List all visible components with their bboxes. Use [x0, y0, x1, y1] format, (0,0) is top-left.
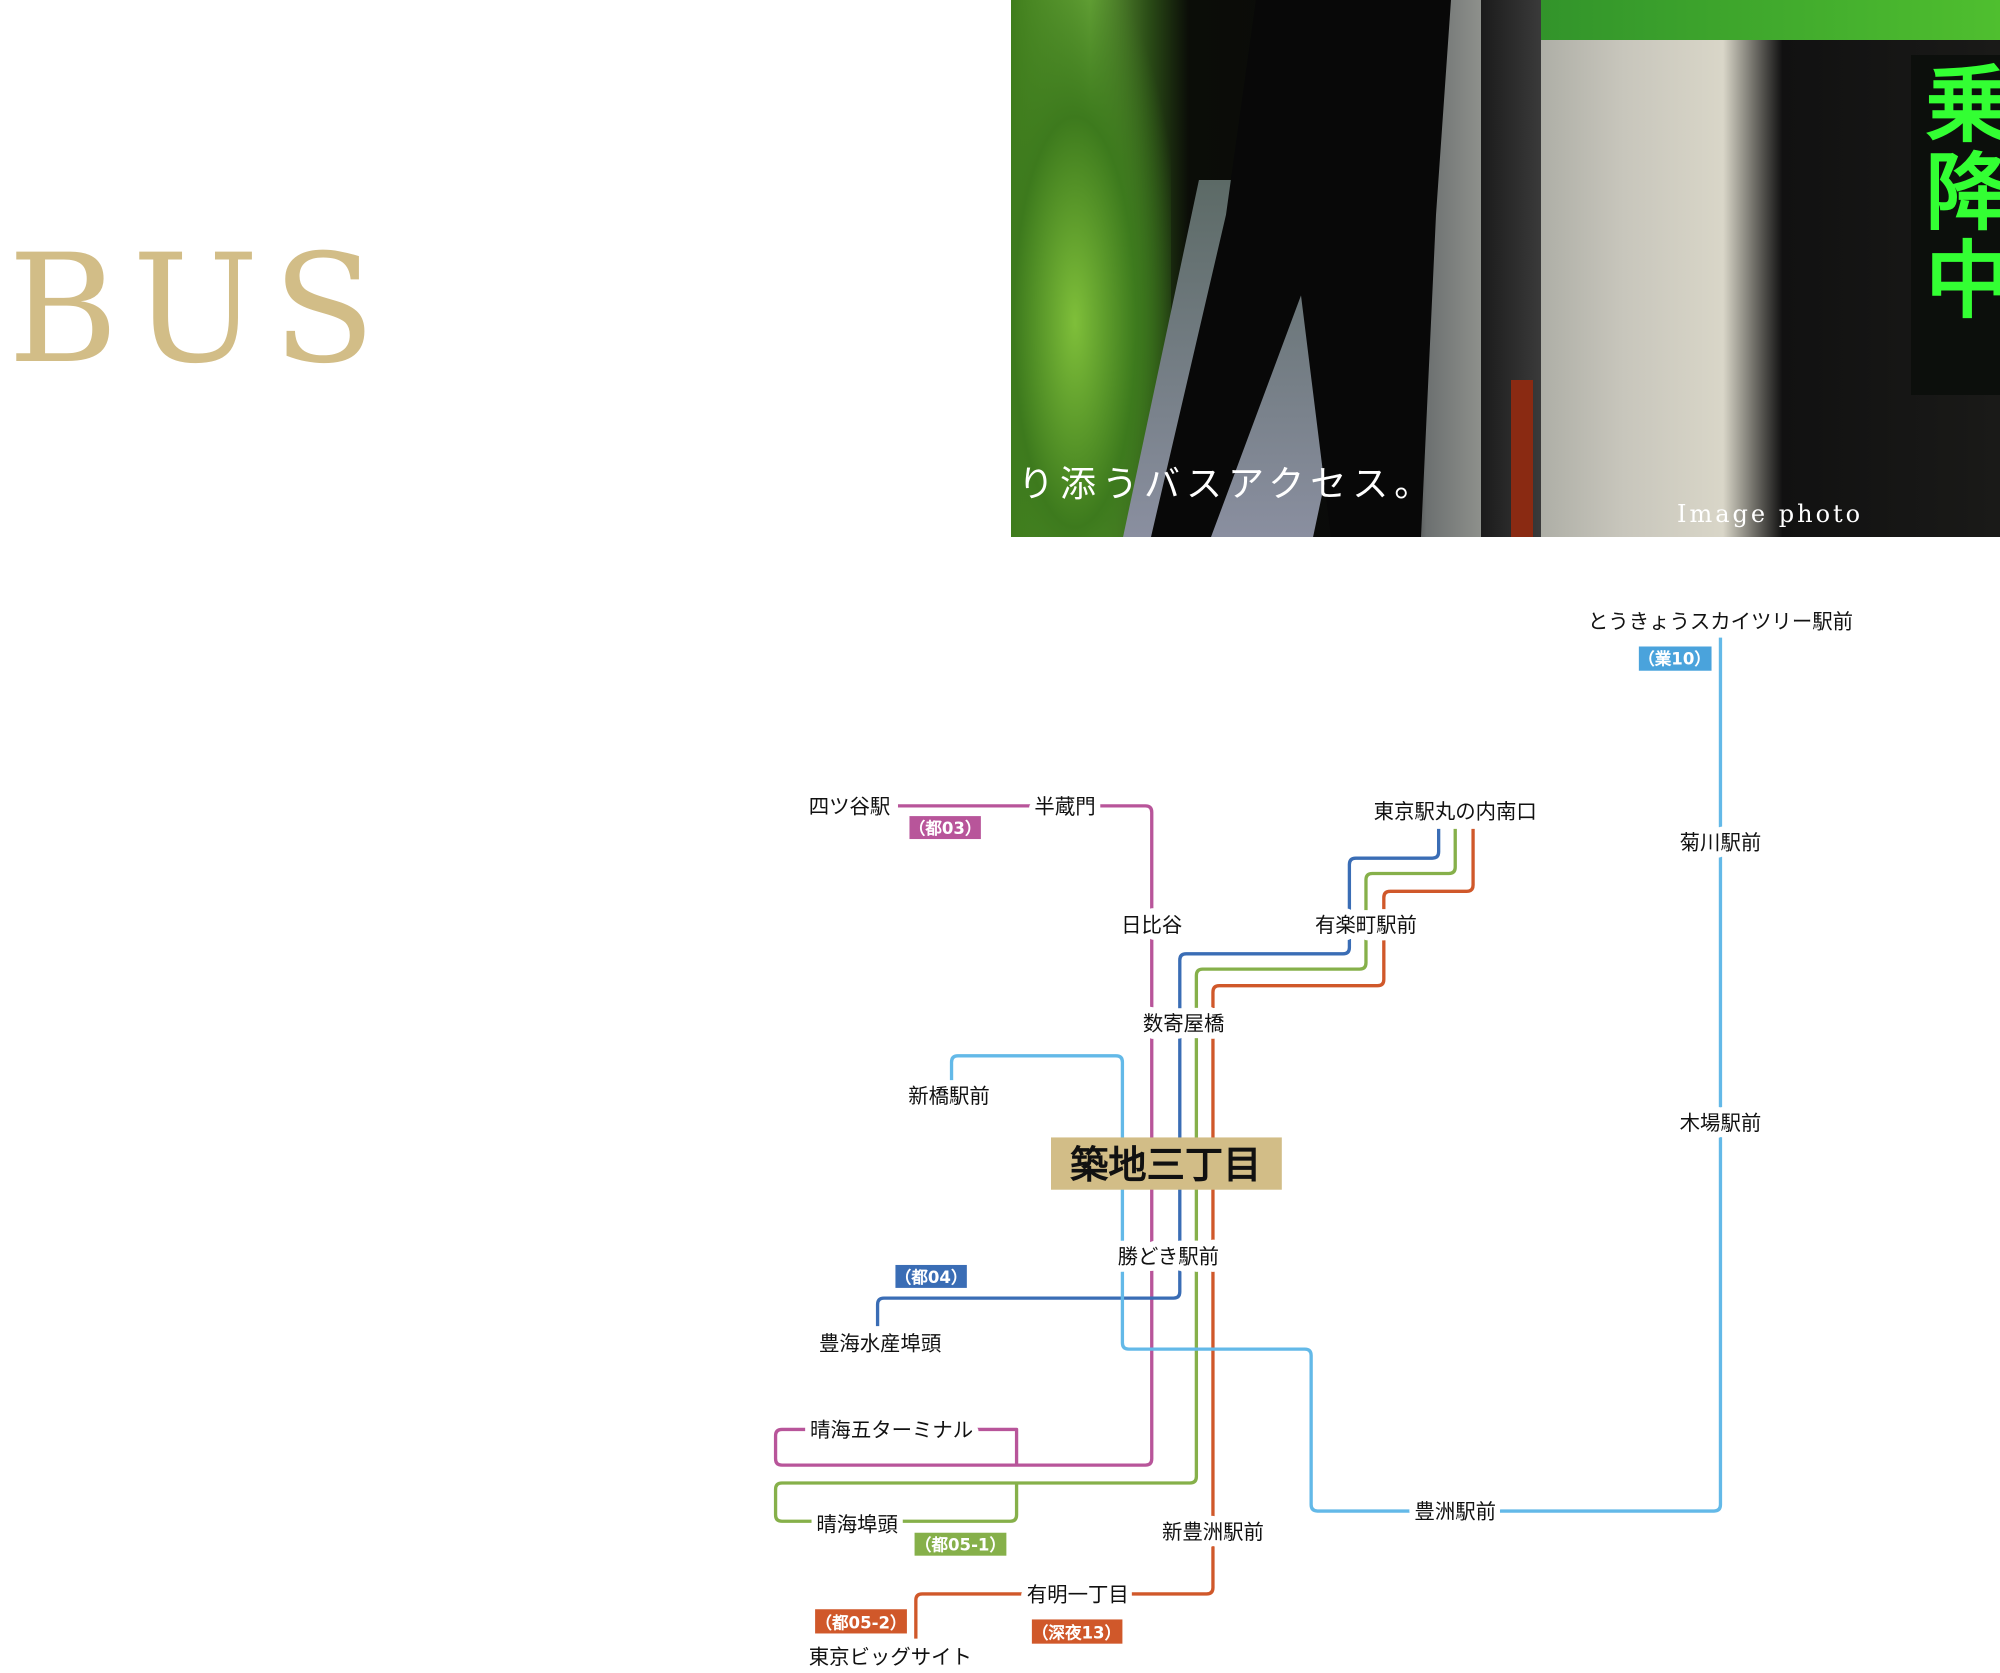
station-big-sight: 東京ビッグサイト [809, 1645, 972, 1669]
station-shin-toyosu: 新豊洲駅前 [1162, 1520, 1264, 1544]
badge-shinya13-bg [1031, 1619, 1123, 1644]
station-kachidoki: 勝どき駅前 [1118, 1245, 1219, 1269]
photo-bus-strip [1511, 380, 1533, 537]
station-hibiya: 日比谷 [1121, 913, 1182, 937]
photo-bus-sign [1911, 55, 2000, 395]
badge-to03: （都03） [909, 818, 982, 838]
station-shimbashi: 新橋駅前 [908, 1084, 990, 1108]
route-line-to03 [773, 804, 1154, 1467]
station-toyomi: 豊海水産埠頭 [819, 1331, 941, 1355]
photo-caption: Image photo [1677, 500, 1864, 528]
badge-shinya13: （深夜13） [1032, 1623, 1121, 1643]
photo-bus-roof [1491, 0, 2000, 40]
route-line-to05-2 [914, 828, 1475, 1639]
station-harumi-terminal: 晴海五ターミナル [810, 1418, 973, 1442]
station-yurakucho: 有楽町駅前 [1315, 913, 1417, 937]
route-line-gyo10 [949, 637, 1723, 1513]
badge-to05-1: （都05-1） [915, 1535, 1006, 1555]
badge-to04-bg [895, 1264, 967, 1288]
station-yotsuya: 四ツ谷駅 [809, 795, 891, 819]
station-toyosu: 豊洲駅前 [1414, 1500, 1496, 1524]
route-line-to05-1 [773, 828, 1457, 1523]
station-sukiyabashi: 数寄屋橋 [1143, 1011, 1225, 1035]
badge-gyo10: （業10） [1638, 648, 1711, 668]
badge-to05-1-bg [914, 1532, 1007, 1556]
station-hanzomon: 半蔵門 [1034, 795, 1095, 819]
page-title: BUS [8, 223, 390, 397]
catch-copy: 寄り添うバスアクセス。 [1011, 464, 1437, 505]
hero-photo: 乗降中 寄り添うバスアクセス。 Image photo [1011, 0, 2000, 537]
route-line-to04 [875, 828, 1441, 1327]
center-station-label: 築地三丁目 [1070, 1143, 1261, 1188]
station-ariake: 有明一丁目 [1027, 1583, 1129, 1607]
badge-to04: （都04） [895, 1267, 968, 1287]
station-tokyo-marunouchi: 東京駅丸の内南口 [1374, 800, 1537, 824]
badge-to05-2-bg [815, 1609, 907, 1634]
station-kikukawa: 菊川駅前 [1680, 830, 1762, 854]
photo-sign-text: 乗降中 [1912, 60, 2000, 324]
station-skytree: とうきょうスカイツリー駅前 [1588, 610, 1853, 634]
station-kiba: 木場駅前 [1680, 1111, 1762, 1135]
badge-to05-2: （都05-2） [815, 1612, 906, 1632]
center-station-box [1051, 1137, 1282, 1190]
station-harumi-futo: 晴海埠頭 [816, 1512, 898, 1536]
badge-gyo10-bg [1638, 646, 1712, 671]
badge-to03-bg [909, 816, 981, 840]
